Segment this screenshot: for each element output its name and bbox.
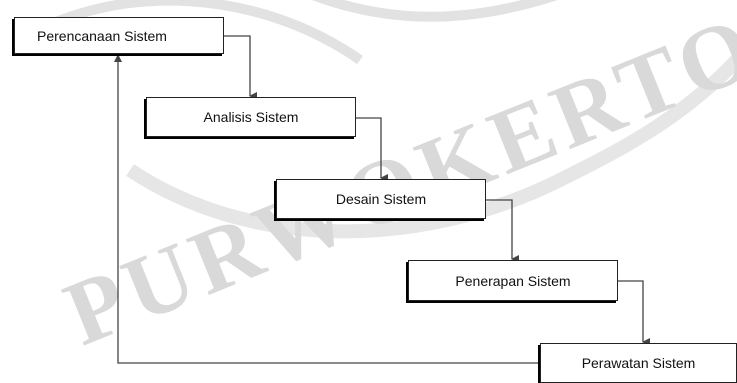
arrow-analysis-to-design: [356, 117, 388, 182]
step-label: Desain Sistem: [335, 191, 427, 207]
watermark-swoosh: [126, 55, 737, 239]
arrow-feedback-to-planning: [114, 54, 540, 364]
arrow-design-to-implementation: [486, 199, 519, 263]
arrow-planning-to-analysis: [224, 35, 257, 100]
step-label: Penerapan Sistem: [455, 272, 571, 289]
step-perawatan-sistem: Perawatan Sistem: [540, 343, 737, 383]
step-label: Perawatan Sistem: [581, 355, 696, 371]
step-desain-sistem: Desain Sistem: [276, 179, 486, 219]
step-analisis-sistem: Analisis Sistem: [146, 97, 356, 137]
step-perencanaan-sistem: Perencanaan Sistem: [14, 17, 224, 54]
step-label: Analisis Sistem: [203, 109, 299, 125]
step-label: Perencanaan Sistem: [37, 27, 167, 44]
step-penerapan-sistem: Penerapan Sistem: [408, 260, 618, 301]
watermark-swoosh: [312, 0, 558, 22]
arrow-implementation-to-maintenance: [618, 280, 650, 346]
